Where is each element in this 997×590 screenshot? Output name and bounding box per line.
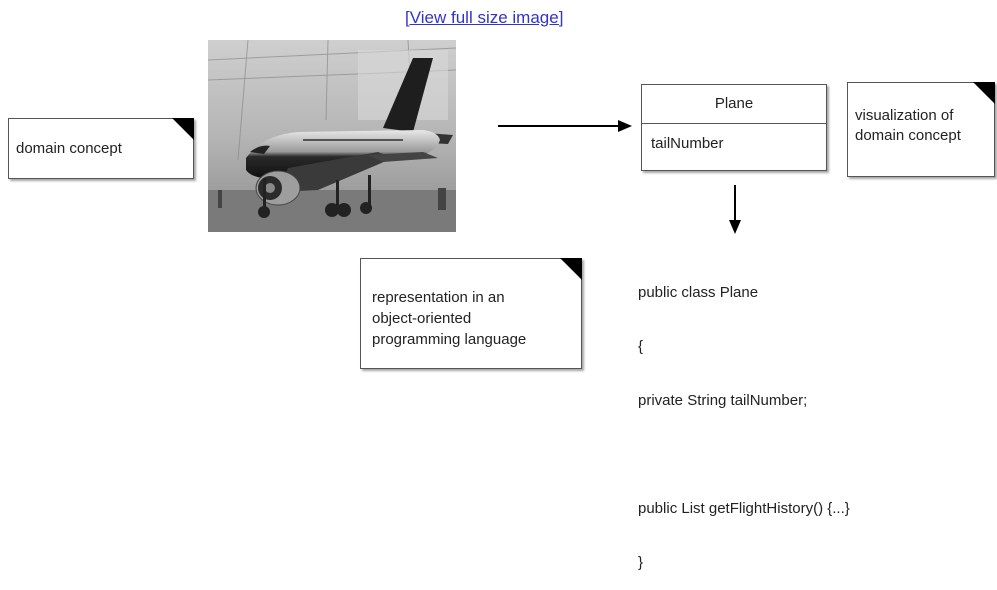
domain-concept-note: domain concept xyxy=(8,118,194,179)
uml-class-attribute: tailNumber xyxy=(651,135,724,152)
view-full-size-link[interactable]: [View full size image] xyxy=(405,8,564,27)
code-block: public class Plane { private String tail… xyxy=(638,248,850,590)
code-line: } xyxy=(638,554,644,571)
code-line: { xyxy=(638,338,644,355)
note-fold-icon xyxy=(172,118,194,140)
arrow-right-head xyxy=(618,120,632,132)
code-line xyxy=(638,446,850,464)
connector-arrows xyxy=(498,120,741,234)
representation-label: representation in an object-oriented pro… xyxy=(372,289,527,348)
airplane-icon xyxy=(208,40,456,232)
domain-concept-label: domain concept xyxy=(16,140,122,157)
airplane-photo xyxy=(208,40,456,232)
arrow-down-head xyxy=(729,220,741,234)
representation-note: representation in an object-oriented pro… xyxy=(360,258,582,369)
code-line: private String tailNumber; xyxy=(638,392,808,409)
note-fold-icon xyxy=(973,82,995,104)
uml-class-name: Plane xyxy=(642,85,826,124)
code-line: public class Plane xyxy=(638,284,759,301)
visualization-label: visualization of domain concept xyxy=(855,107,961,144)
uml-class-box: Plane tailNumber xyxy=(641,84,827,171)
code-line: public List getFlightHistory() {...} xyxy=(638,500,850,517)
visualization-note: visualization of domain concept xyxy=(847,82,995,177)
note-fold-icon xyxy=(560,258,582,280)
